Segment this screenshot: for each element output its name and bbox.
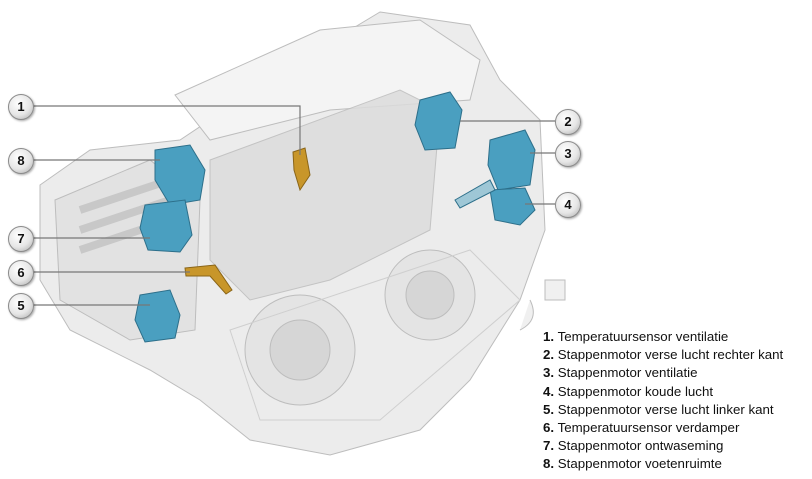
legend-item: 7. Stappenmotor ontwaseming: [543, 437, 783, 455]
housing: [39, 11, 566, 456]
legend-item: 1. Temperatuursensor ventilatie: [543, 328, 783, 346]
legend-number: 8.: [543, 456, 555, 472]
legend-number: 2.: [543, 347, 555, 363]
legend-item: 4. Stappenmotor koude lucht: [543, 383, 783, 401]
sensor-1: [292, 147, 311, 192]
legend-item: 5. Stappenmotor verse lucht linker kant: [543, 401, 783, 419]
leader-lines: [32, 105, 555, 306]
legend-label: Temperatuursensor ventilatie: [557, 329, 729, 344]
legend-label: Stappenmotor ontwaseming: [557, 438, 724, 454]
callout-1: 1: [8, 94, 34, 120]
legend-label: Stappenmotor verse lucht linker kant: [557, 401, 774, 417]
callout-6: 6: [8, 260, 34, 286]
actuator-5: [134, 289, 181, 343]
callout-2: 2: [555, 109, 581, 135]
legend-item: 8. Stappenmotor voetenruimte: [543, 455, 783, 473]
legend-number: 1.: [543, 329, 555, 344]
legend-item: 2. Stappenmotor verse lucht rechter kant: [543, 346, 783, 364]
actuators: [134, 91, 536, 343]
callout-3: 3: [555, 141, 581, 167]
actuator-2: [414, 91, 463, 151]
actuator-4: [489, 187, 536, 226]
legend: 1. Temperatuursensor ventilatie 2. Stapp…: [543, 328, 783, 474]
legend-item: 3. Stappenmotor ventilatie: [543, 364, 783, 382]
callout-7: 7: [8, 226, 34, 252]
actuator-8: [154, 144, 206, 206]
legend-number: 6.: [543, 420, 555, 436]
legend-label: Temperatuursensor verdamper: [557, 420, 740, 436]
legend-number: 3.: [543, 365, 555, 381]
actuator-3: [487, 129, 536, 191]
legend-number: 5.: [543, 401, 555, 417]
legend-label: Stappenmotor koude lucht: [557, 383, 714, 399]
sensors: [184, 147, 311, 295]
callout-8: 8: [8, 148, 34, 174]
legend-label: Stappenmotor verse lucht rechter kant: [557, 347, 784, 363]
callout-5: 5: [8, 293, 34, 319]
legend-number: 4.: [543, 383, 555, 399]
actuator-7: [139, 199, 193, 253]
legend-label: Stappenmotor ventilatie: [557, 365, 698, 381]
callout-4: 4: [555, 192, 581, 218]
legend-item: 6. Temperatuursensor verdamper: [543, 419, 783, 437]
legend-number: 7.: [543, 438, 555, 454]
legend-label: Stappenmotor voetenruimte: [557, 456, 722, 472]
sensor-6: [184, 264, 233, 295]
